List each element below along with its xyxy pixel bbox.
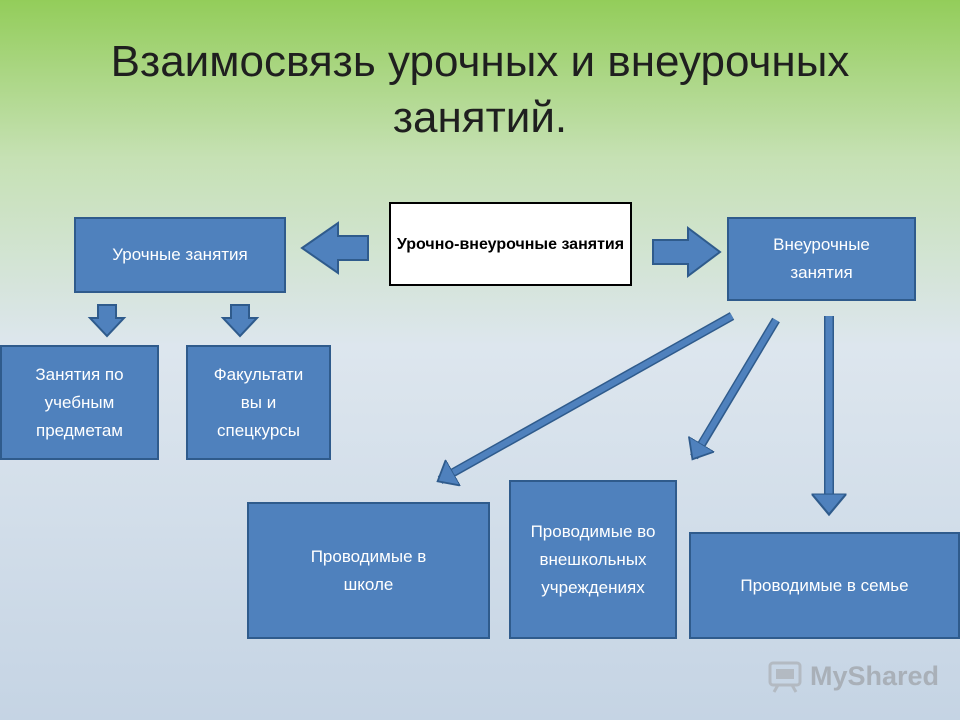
watermark-logo: MyShared bbox=[768, 656, 948, 696]
arrow-to-school bbox=[440, 312, 735, 480]
electives-box: Факультати вы и спецкурсы bbox=[186, 345, 331, 460]
school-box-label: Проводимые в школе bbox=[310, 546, 427, 594]
arrow-to-outside bbox=[694, 317, 780, 457]
slide-title: Взаимосвязь урочных и внеурочных занятий… bbox=[30, 34, 930, 146]
watermark-text: MyShared bbox=[810, 660, 940, 691]
outside-box-label: Проводимые во внешкольных учреждениях bbox=[530, 521, 656, 597]
extracurricular-box-label: Внеурочные занятия bbox=[773, 235, 870, 282]
block-arrow-right bbox=[652, 226, 722, 278]
school-box: Проводимые в школе bbox=[247, 502, 490, 639]
down-arrow-electives bbox=[220, 304, 260, 338]
extracurricular-box: Внеурочные занятия bbox=[727, 217, 916, 301]
outside-box: Проводимые во внешкольных учреждениях bbox=[509, 480, 677, 639]
lesson-box-label: Урочные занятия bbox=[112, 245, 248, 264]
center-box: Урочно-внеурочные занятия bbox=[389, 202, 632, 286]
center-box-label: Урочно-внеурочные занятия bbox=[396, 235, 625, 253]
block-arrow-left bbox=[300, 221, 369, 275]
subjects-box-label: Занятия по учебным предметам bbox=[35, 364, 124, 440]
title-line-2: занятий. bbox=[392, 93, 568, 142]
lesson-box: Урочные занятия bbox=[74, 217, 286, 293]
family-box-label: Проводимые в семье bbox=[740, 575, 909, 595]
subjects-box: Занятия по учебным предметам bbox=[0, 345, 159, 460]
title-line-1: Взаимосвязь урочных и внеурочных bbox=[110, 37, 850, 86]
electives-box-label: Факультати вы и спецкурсы bbox=[213, 364, 304, 440]
down-arrow-subjects bbox=[87, 304, 127, 338]
family-box: Проводимые в семье bbox=[689, 532, 960, 639]
projector-icon bbox=[768, 661, 802, 693]
